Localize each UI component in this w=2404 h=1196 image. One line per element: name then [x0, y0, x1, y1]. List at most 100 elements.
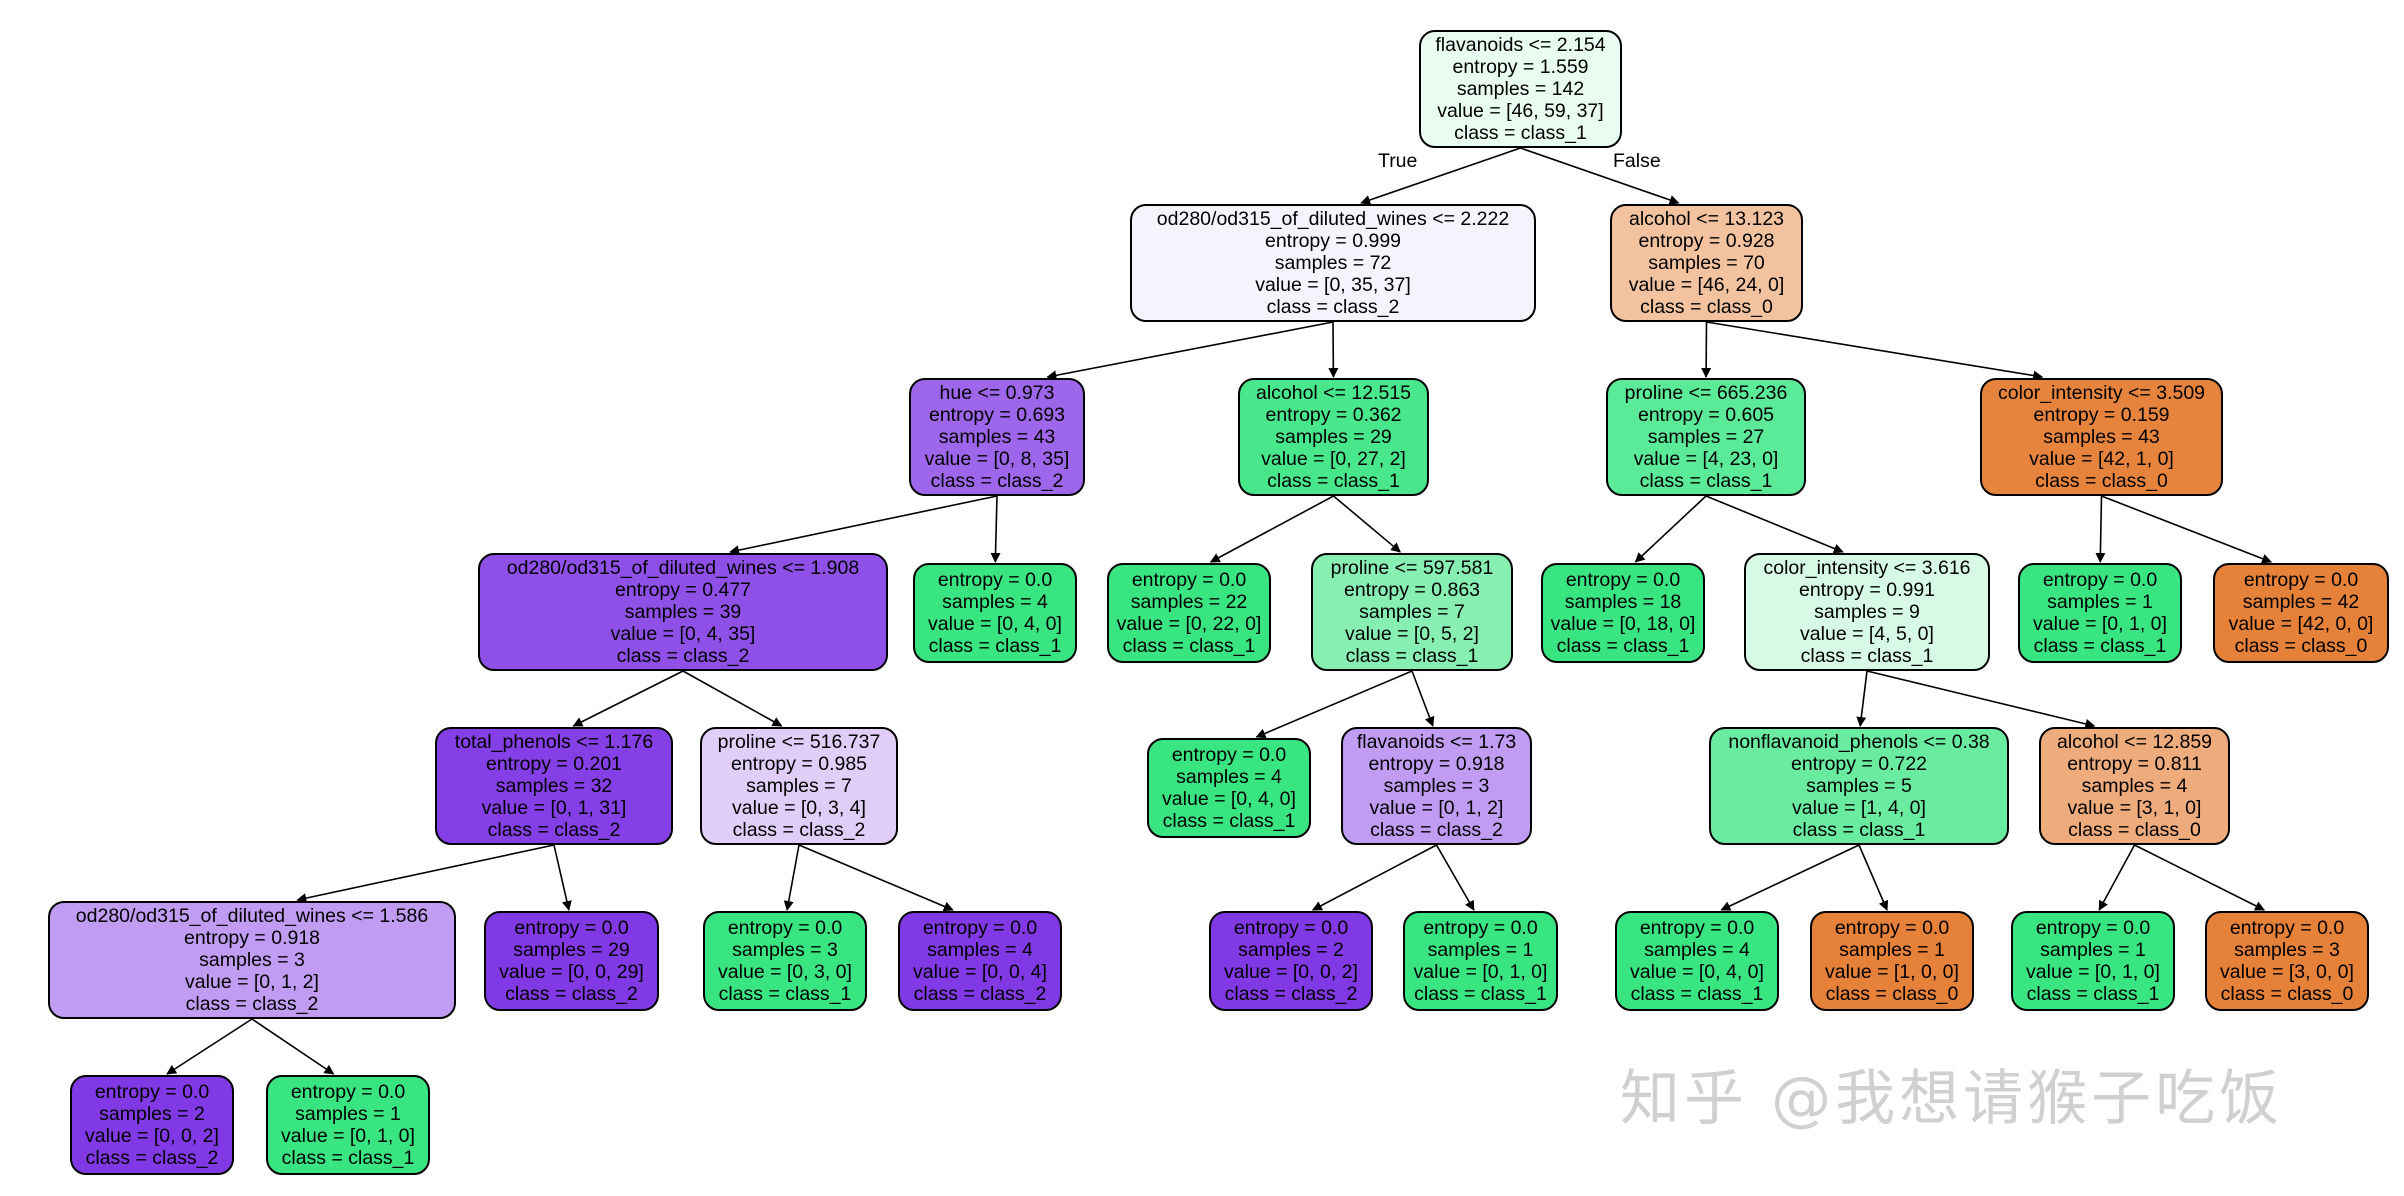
node-line: value = [0, 0, 4]: [913, 961, 1047, 983]
node-line: total_phenols <= 1.176: [454, 731, 654, 753]
node-line: entropy = 0.0: [2035, 917, 2151, 939]
edge-n15-n22: [553, 844, 572, 911]
node-line: value = [0, 5, 2]: [1345, 623, 1479, 645]
node-line: samples = 142: [1456, 78, 1585, 100]
node-line: value = [42, 1, 0]: [2029, 448, 2174, 470]
node-line: entropy = 0.159: [2033, 404, 2170, 426]
edge-n4-n9: [1209, 495, 1334, 563]
node-line: class = class_2: [732, 819, 866, 841]
node-line: proline <= 665.236: [1624, 382, 1788, 404]
node-line: samples = 3: [2234, 939, 2340, 961]
edge-n6-n13: [2095, 495, 2106, 563]
node-line: value = [0, 4, 35]: [610, 623, 756, 645]
edge-label-true: True: [1378, 150, 1418, 172]
node-line: od280/od315_of_diluted_wines <= 2.222: [1156, 208, 1510, 230]
node-line: value = [0, 1, 0]: [281, 1125, 415, 1147]
edge-label-false: False: [1613, 150, 1661, 172]
node-line: entropy = 0.362: [1265, 404, 1402, 426]
node-line: samples = 1: [295, 1103, 401, 1125]
edge-n12-n19: [1856, 670, 1868, 727]
node-line: class = class_0: [2035, 470, 2168, 492]
node-line: entropy = 0.811: [2067, 753, 2202, 775]
node-line: class = class_1: [718, 983, 852, 1005]
node-line: color_intensity <= 3.509: [1997, 382, 2206, 404]
node-line: class = class_2: [185, 993, 319, 1015]
node-line: value = [42, 0, 0]: [2228, 613, 2374, 635]
edge-n21-n31: [166, 1018, 253, 1075]
node-line: proline <= 597.581: [1330, 557, 1494, 579]
node-line: samples = 7: [746, 775, 852, 797]
edge-n7-n16: [682, 670, 783, 727]
node-line: entropy = 1.559: [1452, 56, 1589, 78]
edge-n4-n10: [1332, 495, 1401, 553]
node-line: class = class_1: [2026, 983, 2160, 1005]
node-line: class = class_1: [1639, 470, 1773, 492]
node-line: class = class_2: [505, 983, 638, 1005]
node-line: class = class_0: [2068, 819, 2201, 841]
node-line: samples = 3: [199, 949, 305, 971]
node-line: entropy = 0.0: [1834, 917, 1950, 939]
node-line: samples = 72: [1274, 252, 1392, 274]
node-line: entropy = 0.928: [1638, 230, 1775, 252]
edge-n18-n26: [1435, 844, 1475, 911]
node-line: od280/od315_of_diluted_wines <= 1.586: [75, 905, 429, 927]
edge-n12-n20: [1866, 670, 2096, 729]
node-line: flavanoids <= 2.154: [1435, 34, 1606, 56]
node-line: entropy = 0.0: [937, 569, 1053, 591]
node-line: class = class_1: [1122, 635, 1256, 657]
node-line: entropy = 0.999: [1264, 230, 1402, 252]
node-line: samples = 9: [1814, 601, 1920, 623]
node-line: class = class_2: [85, 1147, 219, 1169]
node-line: class = class_1: [1630, 983, 1764, 1005]
node-line: entropy = 0.0: [2243, 569, 2359, 591]
node-line: hue <= 0.973: [939, 382, 1055, 404]
edge-n19-n27: [1720, 844, 1860, 911]
node-line: alcohol <= 13.123: [1628, 208, 1785, 230]
node-line: entropy = 0.985: [730, 753, 868, 775]
node-line: class = class_0: [1640, 296, 1773, 318]
node-line: class = class_1: [1556, 635, 1690, 657]
node-line: samples = 27: [1647, 426, 1765, 448]
node-line: entropy = 0.0: [922, 917, 1038, 939]
node-line: entropy = 0.0: [1565, 569, 1681, 591]
node-line: samples = 43: [938, 426, 1056, 448]
edge-n0-n1: [1360, 147, 1521, 205]
watermark-text: 知乎 @我想请猴子吃饭: [1620, 1064, 2284, 1134]
node-line: value = [0, 1, 2]: [185, 971, 319, 993]
edge-n2-n6: [1706, 321, 2044, 381]
node-line: class = class_1: [1162, 810, 1296, 832]
node-line: entropy = 0.0: [290, 1081, 406, 1103]
node-line: class = class_2: [1224, 983, 1358, 1005]
node-line: value = [3, 0, 0]: [2220, 961, 2354, 983]
node-line: proline <= 516.737: [717, 731, 881, 753]
node-line: samples = 7: [1359, 601, 1465, 623]
edge-n16-n24: [798, 844, 954, 912]
node-line: value = [0, 0, 2]: [85, 1125, 219, 1147]
node-line: alcohol <= 12.859: [2056, 731, 2213, 753]
edges: [166, 147, 2273, 1075]
node-line: class = class_1: [2033, 635, 2167, 657]
node-line: value = [1, 4, 0]: [1792, 797, 1926, 819]
node-line: entropy = 0.0: [2229, 917, 2345, 939]
edge-n5-n11: [1634, 495, 1707, 563]
node-line: class = class_1: [1267, 470, 1400, 492]
node-line: value = [0, 4, 0]: [1162, 788, 1296, 810]
node-line: entropy = 0.477: [614, 579, 752, 601]
